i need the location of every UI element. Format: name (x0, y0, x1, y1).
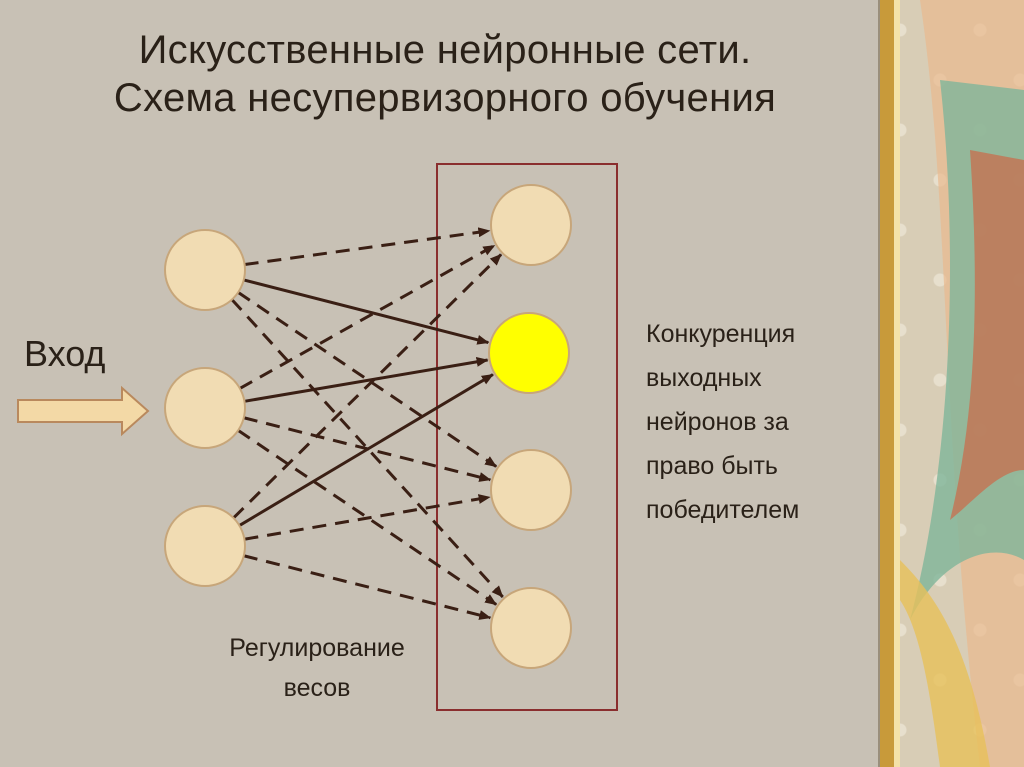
input-neuron-i2 (164, 367, 246, 449)
competition-line: Конкуренция (646, 320, 796, 348)
input-arrow-icon (17, 385, 150, 437)
competition-line: нейронов за (646, 408, 789, 436)
decorative-border (880, 0, 1024, 767)
weights-line: весов (283, 674, 351, 702)
connection-i3-o1 (232, 253, 503, 520)
ornament-graphic (880, 0, 1024, 767)
network-diagram (17, 163, 618, 711)
connection-i3-o2 (238, 373, 494, 527)
connection-i1-o2 (243, 278, 490, 345)
connection-i1-o4 (230, 298, 504, 598)
connection-i2-o2 (244, 356, 489, 403)
output-layer-box (436, 163, 618, 711)
competition-line: право быть (646, 452, 778, 480)
connection-i1-o3 (237, 291, 498, 468)
title-line-2: Схема несупервизорного обучения (113, 76, 777, 120)
connection-i2-o1 (239, 244, 496, 390)
connection-i2-o4 (237, 429, 498, 606)
output-neuron-o3 (490, 449, 572, 531)
connection-i1-o1 (244, 227, 491, 267)
output-neuron-o1 (490, 184, 572, 266)
input-label: Вход (24, 333, 106, 374)
competition-caption: Конкуренция выходных нейронов за право б… (646, 312, 866, 532)
slide: Искусственные нейронные сети. Схема несу… (0, 0, 880, 767)
competition-line: победителем (646, 496, 800, 524)
weights-caption: Регулирование весов (194, 628, 440, 708)
title-line-1: Искусственные нейронные сети. (138, 28, 752, 72)
competition-line: выходных (646, 364, 762, 392)
winner-neuron (488, 312, 570, 394)
input-neuron-i1 (164, 229, 246, 311)
connection-i3-o4 (243, 554, 492, 620)
output-neuron-o4 (490, 587, 572, 669)
connection-i3-o3 (244, 494, 491, 541)
slide-title: Искусственные нейронные сети. Схема несу… (20, 26, 870, 122)
weights-line: Регулирование (229, 634, 405, 662)
input-neuron-i3 (164, 505, 246, 587)
